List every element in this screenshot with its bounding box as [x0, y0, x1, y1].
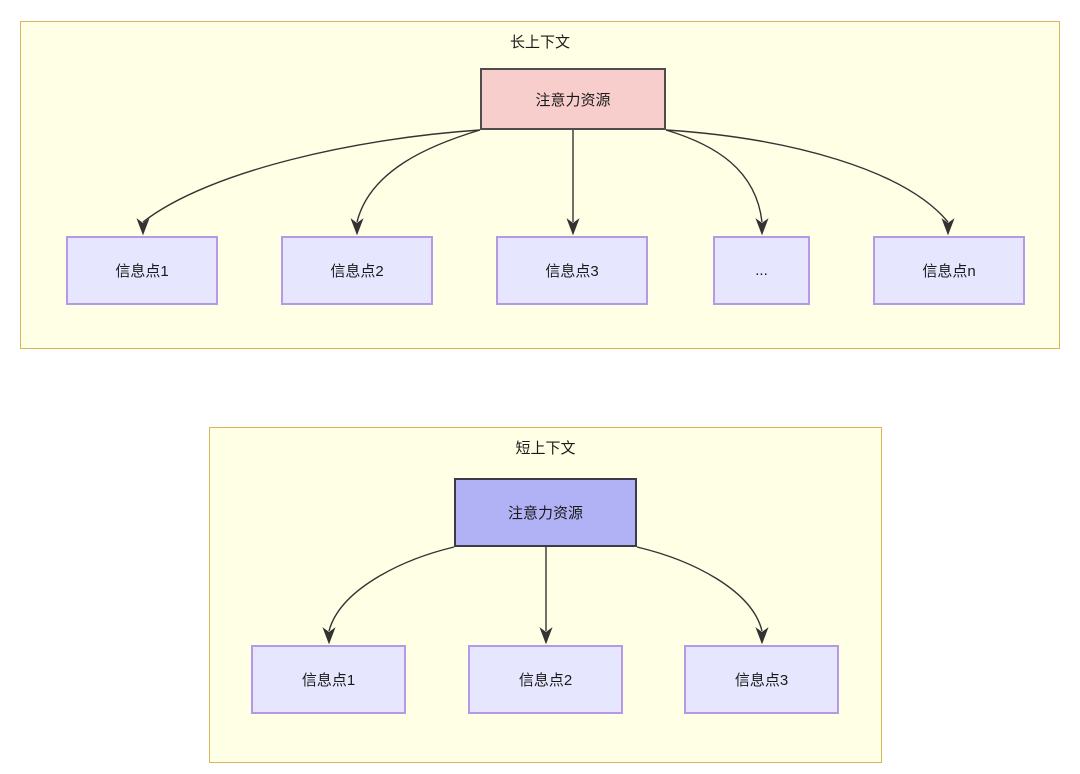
node-label: 信息点1 — [115, 263, 169, 280]
node-label: 信息点2 — [330, 263, 384, 280]
node-label: ... — [755, 262, 768, 279]
node-long-attention-resource[interactable]: 注意力资源 — [480, 68, 666, 130]
panel-short-context-title: 短上下文 — [515, 440, 576, 457]
panel-long-context-title: 长上下文 — [509, 34, 570, 51]
node-short-attention-resource[interactable]: 注意力资源 — [454, 478, 637, 547]
node-long-info-3[interactable]: 信息点3 — [496, 236, 648, 305]
node-label: 信息点3 — [545, 263, 599, 280]
node-short-info-1[interactable]: 信息点1 — [251, 645, 406, 714]
node-long-info-n[interactable]: 信息点n — [873, 236, 1025, 305]
node-label: 注意力资源 — [507, 505, 583, 522]
node-label: 注意力资源 — [535, 91, 611, 109]
node-short-info-2[interactable]: 信息点2 — [468, 645, 623, 714]
node-label: 信息点2 — [518, 672, 573, 689]
node-long-info-ellipsis[interactable]: ... — [713, 236, 810, 305]
node-label: 信息点3 — [734, 672, 789, 689]
node-label: 信息点1 — [301, 672, 356, 689]
node-long-info-2[interactable]: 信息点2 — [281, 236, 433, 305]
node-label: 信息点n — [922, 263, 976, 280]
node-long-info-1[interactable]: 信息点1 — [66, 236, 218, 305]
node-short-info-3[interactable]: 信息点3 — [684, 645, 839, 714]
